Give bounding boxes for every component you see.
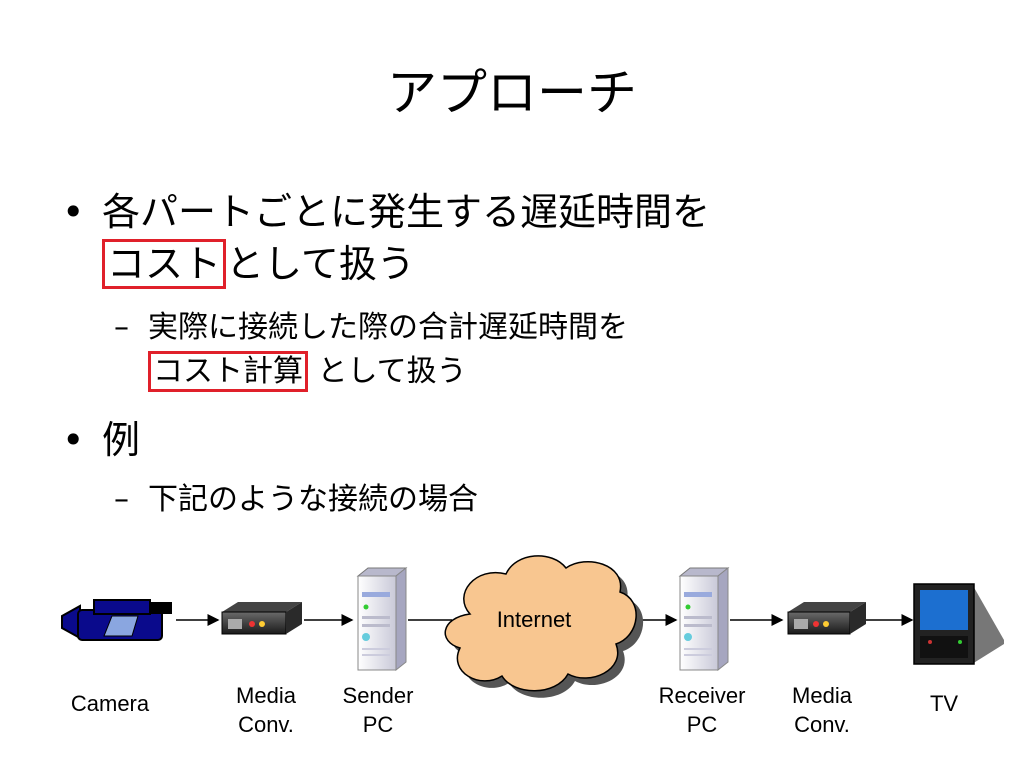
bullet-2: • 例 — [62, 414, 141, 466]
sender-label-b: PC — [363, 712, 394, 737]
sub-bullet-marker: – — [114, 482, 129, 517]
sub-bullet-1-rest: として扱う — [317, 354, 467, 389]
server-icon — [356, 566, 408, 672]
media-conv-1-label-b: Conv. — [238, 712, 294, 737]
camera-icon — [61, 599, 172, 641]
internet-cloud-icon — [444, 555, 644, 698]
tv-label: TV — [930, 691, 958, 716]
camera-label: Camera — [71, 691, 150, 716]
sub-bullet-marker: – — [114, 310, 129, 345]
slide-title: アプローチ — [387, 64, 637, 122]
bullet-1-line-1: 各パートごとに発生する遅延時間を — [102, 190, 711, 234]
bullet-marker: • — [62, 190, 85, 234]
receiver-label-a: Receiver — [659, 683, 746, 708]
bullet-1-rest: として扱う — [226, 242, 415, 286]
sub-bullet-2: – 下記のような接続の場合 — [114, 478, 478, 522]
boxed-term-cost: コスト — [102, 239, 227, 289]
server-icon — [678, 566, 730, 672]
connection-diagram: Internet Camera Media Conv. Sender PC Re… — [61, 555, 1004, 737]
bullet-1-line-2: コストとして扱う — [102, 238, 710, 290]
receiver-label-b: PC — [687, 712, 718, 737]
media-converter-icon — [221, 602, 302, 635]
tv-icon — [913, 583, 1004, 665]
internet-label: Internet — [497, 607, 572, 632]
media-conv-2-label-b: Conv. — [794, 712, 850, 737]
bullet-2-text: 例 — [102, 418, 141, 462]
bullet-1: • 各パートごとに発生する遅延時間を コストとして扱う — [62, 186, 711, 290]
sub-bullet-1-line-1: 実際に接続した際の合計遅延時間を — [148, 310, 628, 345]
media-conv-2-label-a: Media — [792, 683, 853, 708]
sub-bullet-2-text: 下記のような接続の場合 — [148, 482, 478, 517]
sender-label-a: Sender — [343, 683, 414, 708]
media-conv-1-label-a: Media — [236, 683, 297, 708]
sub-bullet-1-line-2: コスト計算 として扱う — [148, 350, 628, 394]
boxed-term-cost-calc: コスト計算 — [148, 351, 308, 392]
sub-bullet-1: – 実際に接続した際の合計遅延時間を コスト計算 として扱う — [114, 306, 628, 394]
bullet-marker: • — [62, 418, 85, 462]
media-converter-icon — [787, 602, 866, 635]
